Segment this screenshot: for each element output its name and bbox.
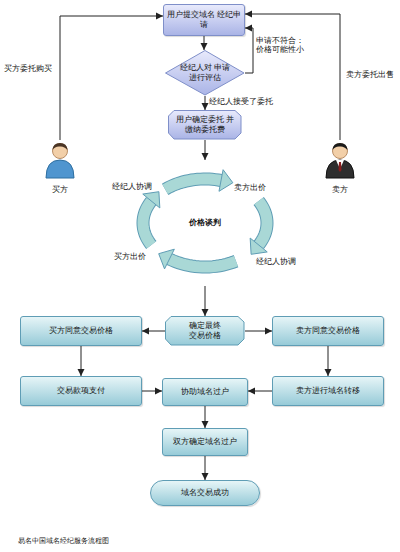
process-box: 用户确定委托 并缴纳委托费 [168,110,242,140]
flow-arrow [245,331,272,332]
flow-arrow [248,391,272,392]
node-text: 卖方 [320,185,360,195]
node-text-group: 买方同意交易价格 [23,326,139,336]
node-text: 协助域名过户 [165,387,245,397]
process-box: 交易款项支付 [20,376,142,406]
process-box: 卖方进行域名转移 [272,376,384,406]
node-text: 双方确定域名过户 [165,437,245,447]
flow-arrow [205,456,206,480]
node-text: 买方同意交易价格 [23,326,139,336]
edge-label: 卖方委托出售 [346,70,394,79]
node-text: 确定最终 交易价格 [185,321,225,341]
node-text: 买方 [40,185,80,195]
node-text-group: 卖方同意交易价格 [275,326,381,336]
flow-arrow [245,28,253,73]
process-box: 协助域名过户 [162,378,248,406]
node-text-group: 双方确定域名过户 [165,437,245,447]
node-text-group: 用户提交域名 经纪申请 [166,10,242,30]
process-box: 卖方同意交易价格 [272,316,384,346]
flow-arrow [81,346,82,376]
node-text: 经纪人对 申请进行评估 [177,63,233,83]
flow-arrow [60,16,163,140]
cycle-arrow [159,249,236,269]
flow-arrow [142,391,162,392]
cycle-label: 买方出价 [114,252,146,261]
cycle-arrow [143,192,160,245]
negotiation-cycle: 价格谈判 [120,160,290,286]
flow-arrow [205,96,206,110]
node-text: 交易款项支付 [23,386,139,396]
edge-label: 申请不符合： 价格可能性小 [256,36,306,55]
node-text: 卖方进行域名转移 [275,386,381,396]
cycle-arrow [250,201,267,254]
node-text-group: 卖方进行域名转移 [275,386,381,396]
process-box: 双方确定域名过户 [162,428,248,456]
flow-arrow [205,140,206,160]
node-text-group: 买方 [40,185,80,195]
edge-label: 买方委托购买 [4,64,52,73]
node-text: 价格谈判 [175,218,235,228]
person-icon [46,143,74,178]
flow-arrow [204,36,205,50]
cycle-label: 经纪人协调 [112,182,152,191]
node-text-group: 交易款项支付 [23,386,139,396]
node-text-group: 卖方 [320,185,360,195]
seller-actor: 卖方 [320,140,360,195]
edge-label: 经纪人接受了委托 [209,97,273,106]
decision-diamond: 经纪人对 申请进行评估 [165,50,245,96]
node-text-group: 域名交易成功 [153,488,257,498]
cycle-label: 卖方出价 [234,183,266,192]
flow-arrow [328,346,329,376]
node-text-group: 经纪人对 申请进行评估 [177,63,233,83]
flow-arrow [205,286,206,316]
node-text: 卖方同意交易价格 [275,326,381,336]
process-box: 用户提交域名 经纪申请 [163,4,245,36]
node-text-group: 确定最终 交易价格 [185,321,225,341]
cycle-label: 经纪人协调 [256,257,296,266]
node-text-group: 用户确定委托 并缴纳委托费 [172,115,238,135]
node-text: 用户确定委托 并缴纳委托费 [172,115,238,135]
node-text-group: 价格谈判 [175,218,235,228]
flow-arrow [205,406,206,428]
person-icon [326,143,354,178]
node-text: 域名交易成功 [153,488,257,498]
process-box: 买方同意交易价格 [20,316,142,346]
node-text-group: 协助域名过户 [165,387,245,397]
process-box: 确定最终 交易价格 [165,316,245,346]
node-text: 用户提交域名 经纪申请 [166,10,242,30]
flow-arrow [245,14,340,140]
cycle-arrow [165,170,233,192]
terminal-box: 域名交易成功 [150,480,260,506]
caption: 易名中国域名经纪服务流程图 [18,537,109,546]
buyer-actor: 买方 [40,140,80,195]
flow-arrow [142,331,165,332]
